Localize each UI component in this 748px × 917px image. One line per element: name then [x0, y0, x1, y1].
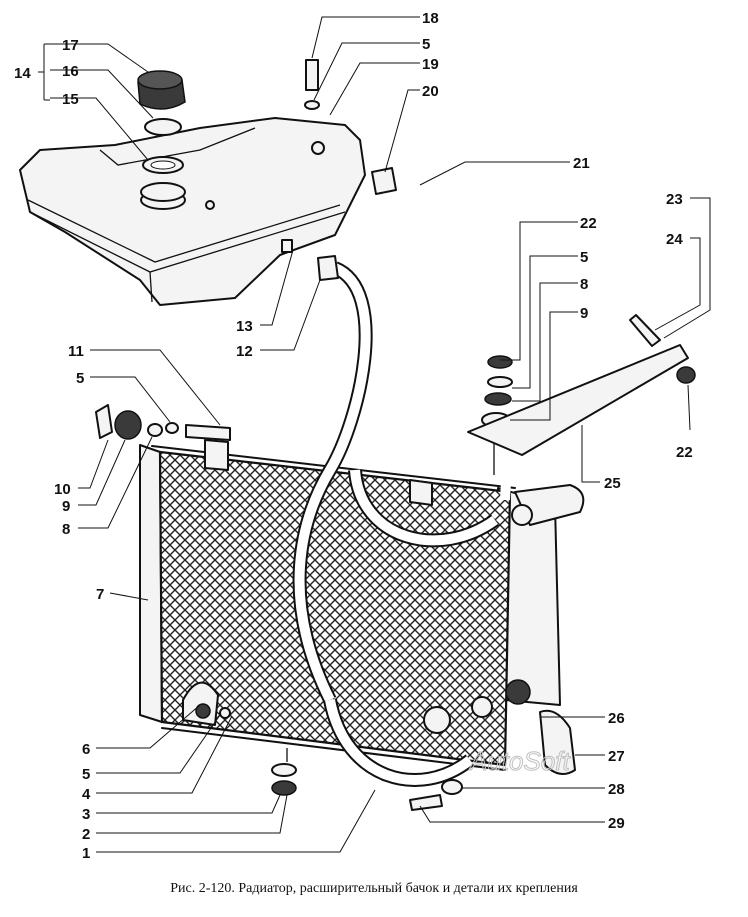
- bolt-29: [409, 794, 443, 811]
- drain-plug: [505, 679, 531, 705]
- callout-17: 17: [62, 37, 79, 54]
- callout-20: 20: [422, 83, 439, 100]
- clamp-12: [317, 255, 339, 281]
- washer-5-right: [487, 376, 513, 388]
- top-bracket-middle: [409, 479, 433, 506]
- valve-16: [144, 118, 182, 136]
- callout-6: 6: [82, 741, 90, 758]
- exploded-view-diagram: AutoSoft: [14, 10, 711, 862]
- callout-5-top: 5: [422, 36, 430, 53]
- hoses: [292, 167, 513, 787]
- callouts: 18 5 19 20 21 17 16 15 14 13 12 22 5 8 9…: [14, 10, 693, 862]
- washer-5-top: [304, 100, 320, 110]
- cushion-2: [271, 780, 297, 796]
- clamp-20: [371, 167, 397, 195]
- callout-22-right: 22: [676, 444, 693, 461]
- callout-8-right: 8: [580, 276, 588, 293]
- callout-5-left: 5: [76, 370, 84, 387]
- callout-1: 1: [82, 845, 90, 862]
- cushion-3: [271, 763, 297, 777]
- washer-5-left: [165, 422, 179, 434]
- hose-21: [378, 175, 513, 501]
- radiator: [139, 439, 585, 775]
- callout-21: 21: [573, 155, 590, 172]
- callout-28: 28: [608, 781, 625, 798]
- callout-4: 4: [82, 786, 91, 803]
- leader-lines: [38, 16, 711, 853]
- washer-28: [441, 779, 463, 795]
- callout-25: 25: [604, 475, 621, 492]
- outlet-fitting: [423, 706, 451, 734]
- callout-27: 27: [608, 748, 625, 765]
- hose-1: [325, 699, 474, 785]
- callout-22-top: 22: [580, 215, 597, 232]
- washer-8-left: [147, 423, 163, 437]
- nut-4: [195, 703, 211, 719]
- callout-13: 13: [236, 318, 253, 335]
- callout-14: 14: [14, 65, 31, 82]
- tank-fitting: [311, 141, 325, 155]
- callout-10: 10: [54, 481, 71, 498]
- callout-12: 12: [236, 343, 253, 360]
- radiator-bottom-frame: [161, 727, 506, 771]
- radiator-core: [158, 450, 512, 767]
- callout-3: 3: [82, 806, 90, 823]
- callout-26: 26: [608, 710, 625, 727]
- hose-cross: [350, 469, 498, 546]
- inlet-pipe-end: [511, 504, 533, 526]
- hardware: [95, 59, 696, 811]
- nut-22: [487, 355, 513, 369]
- bolt-24: [629, 314, 661, 347]
- callout-9-left: 9: [62, 498, 70, 515]
- bottom-fitting: [471, 696, 493, 718]
- bracket-10: [95, 404, 113, 439]
- callout-23: 23: [666, 191, 683, 208]
- callout-24: 24: [666, 231, 683, 248]
- callout-29: 29: [608, 815, 625, 832]
- callout-19: 19: [422, 56, 439, 73]
- callout-16: 16: [62, 63, 79, 80]
- washer-5-bottom: [219, 707, 231, 719]
- watermark: AutoSoft: [468, 746, 572, 776]
- callout-5-right: 5: [580, 249, 588, 266]
- bolt-18: [305, 59, 319, 91]
- callout-9-right: 9: [580, 305, 588, 322]
- tank-bottom-nipple: [281, 239, 293, 253]
- expansion-tank: [19, 70, 366, 306]
- radiator-left-tank: [139, 444, 163, 723]
- callout-11: 11: [68, 343, 84, 360]
- cushion-9-left: [114, 410, 142, 440]
- cushion-8: [484, 392, 512, 406]
- callout-2: 2: [82, 826, 90, 843]
- nut-22-right: [676, 366, 696, 384]
- bracket-25: [467, 344, 689, 456]
- callout-7: 7: [96, 586, 104, 603]
- figure-caption: Рис. 2-120. Радиатор, расширительный бач…: [170, 881, 578, 896]
- bolt-11: [185, 424, 231, 441]
- callout-8-left: 8: [62, 521, 70, 538]
- callout-15: 15: [62, 91, 79, 108]
- callout-18: 18: [422, 10, 439, 27]
- callout-5-bottom: 5: [82, 766, 90, 783]
- tank-body: [19, 117, 366, 306]
- top-bracket-left: [204, 439, 229, 471]
- lower-support-bracket: [539, 709, 576, 775]
- hose-12: [294, 263, 371, 703]
